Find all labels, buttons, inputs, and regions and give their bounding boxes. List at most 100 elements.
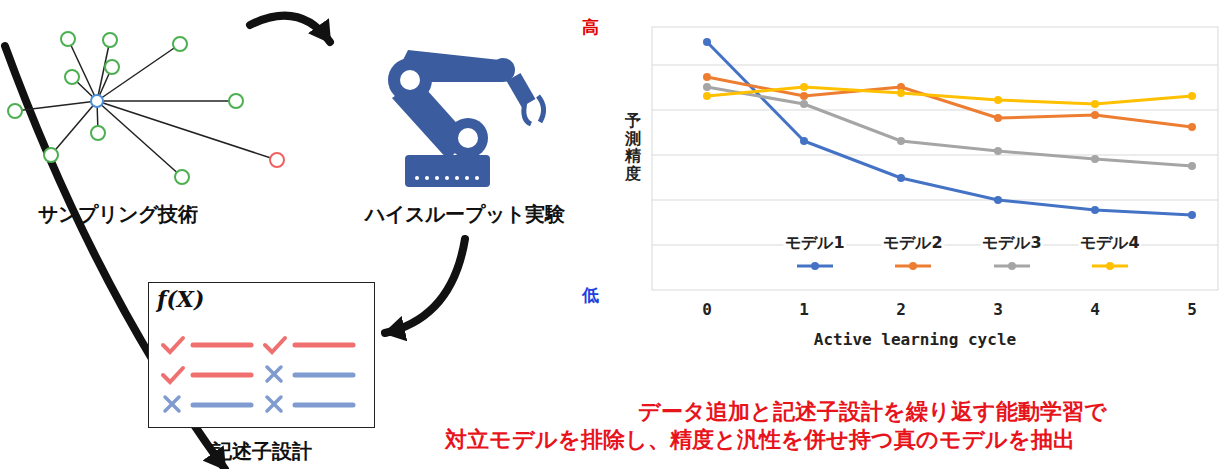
axis-high: 高 <box>582 16 599 39</box>
robot-shoulder-in <box>400 70 420 90</box>
network-dot <box>91 126 105 140</box>
network-link <box>51 101 97 155</box>
series-point <box>800 83 808 91</box>
node-label: 記述子設計 <box>212 438 312 465</box>
node-label: ハイスループット実験 <box>365 201 565 228</box>
network-dot-red <box>270 153 284 167</box>
network-dot <box>8 104 22 118</box>
base-dot <box>425 176 429 180</box>
check-mark <box>163 368 183 382</box>
network-icon <box>5 20 295 210</box>
network-link <box>15 101 97 111</box>
cross-mark <box>165 397 179 411</box>
network-dot <box>175 170 189 184</box>
cycle-arrow <box>385 239 465 333</box>
base-dot <box>465 176 469 180</box>
x-axis-title: Active learning cycle <box>814 330 1016 349</box>
sampling-node: サンプリング技術 <box>5 20 295 235</box>
x-tick: 5 <box>1187 300 1197 319</box>
x-tick: 3 <box>993 300 1003 319</box>
network-dot <box>105 60 119 74</box>
series-point <box>1188 123 1196 131</box>
series-point <box>1188 162 1196 170</box>
legend-swatch <box>795 260 835 272</box>
x-tick: 0 <box>702 300 712 319</box>
series-point <box>703 38 711 46</box>
series-line <box>707 87 1192 166</box>
network-dot <box>103 33 117 47</box>
series-point <box>897 174 905 182</box>
network-dot <box>65 70 79 84</box>
legend-dot <box>1106 262 1114 270</box>
series-point <box>1091 155 1099 163</box>
descriptor-box: f(X) <box>148 282 375 428</box>
network-hub <box>91 95 103 107</box>
gridlines <box>652 65 1218 245</box>
axis-low: 低 <box>582 284 599 307</box>
network-dot <box>173 37 187 51</box>
series-point <box>897 137 905 145</box>
base-dot <box>445 176 449 180</box>
network-dot <box>229 94 243 108</box>
series-point <box>994 96 1002 104</box>
legend-dot <box>909 262 917 270</box>
network-link <box>97 100 236 102</box>
caption-line: データ追加と記述子設計を繰り返す能動学習で <box>638 397 1107 427</box>
legend-label: モデル3 <box>980 233 1043 254</box>
robot-arm-icon <box>330 20 600 210</box>
y-axis-title: 予測精度 <box>625 112 641 182</box>
legend-swatch <box>992 260 1032 272</box>
series-line <box>707 77 1192 127</box>
x-tick: 1 <box>799 300 809 319</box>
descriptor-line <box>295 373 353 378</box>
series-point <box>703 73 711 81</box>
cycle-arrow <box>250 16 330 42</box>
legend-label: モデル4 <box>1078 233 1141 254</box>
x-tick: 4 <box>1090 300 1100 319</box>
network-link <box>97 101 182 177</box>
series-point <box>994 114 1002 122</box>
series-point <box>1091 111 1099 119</box>
base-dot <box>435 176 439 180</box>
robot-gripper <box>524 96 544 124</box>
check-mark <box>265 338 285 352</box>
legend-dot <box>811 262 819 270</box>
descriptor-line <box>295 403 353 408</box>
robot-joint-in <box>458 128 478 148</box>
series-line <box>707 87 1192 104</box>
cross-mark <box>267 367 281 381</box>
series-point <box>800 100 808 108</box>
series-lines <box>703 38 1196 219</box>
series-point <box>1188 211 1196 219</box>
base-dot <box>415 176 419 180</box>
robot-base <box>405 155 490 187</box>
legend-dot <box>1008 262 1016 270</box>
series-point <box>1091 100 1099 108</box>
series-point <box>800 92 808 100</box>
x-tick: 2 <box>896 300 906 319</box>
robot-shoulder <box>388 58 432 102</box>
network-link <box>97 44 180 101</box>
experiment-node: ハイスループット実験 <box>330 20 600 235</box>
network-dot <box>44 148 58 162</box>
check-mark <box>163 338 183 352</box>
descriptor-line <box>295 343 353 348</box>
series-point <box>897 89 905 97</box>
legend-swatch <box>1090 260 1130 272</box>
series-point <box>994 147 1002 155</box>
descriptor-line <box>193 373 251 378</box>
series-point <box>703 92 711 100</box>
base-dot <box>475 176 479 180</box>
legend-label: モデル2 <box>881 233 944 254</box>
network-dot <box>61 32 75 46</box>
series-point <box>800 137 808 145</box>
descriptor-node: f(X) 記述子設計 <box>145 275 385 465</box>
descriptor-line <box>193 343 251 348</box>
series-point <box>994 196 1002 204</box>
base-dot <box>455 176 459 180</box>
series-point <box>1091 206 1099 214</box>
network-link <box>97 101 277 160</box>
function-label: f(X) <box>157 286 204 312</box>
legend-swatch <box>893 260 933 272</box>
series-point <box>1188 92 1196 100</box>
